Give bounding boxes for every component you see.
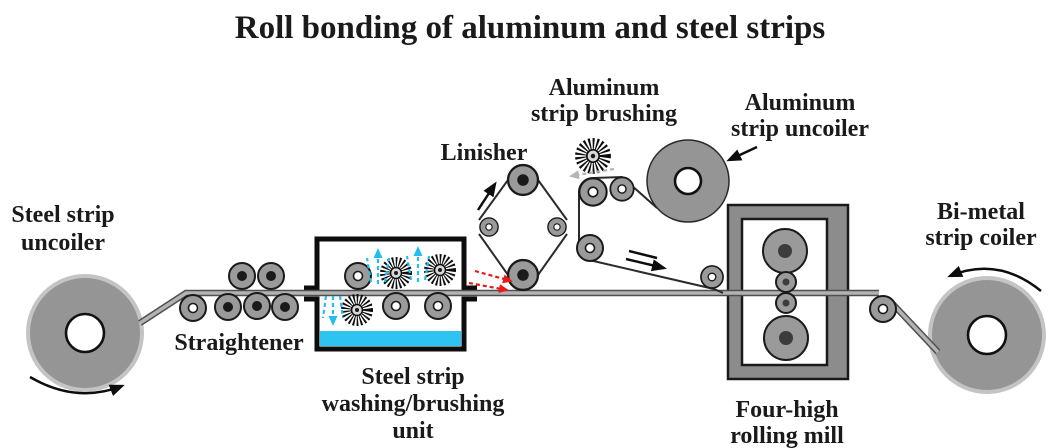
brush-dust-arrow xyxy=(569,167,615,180)
red-dashed-arrow xyxy=(474,269,513,284)
svg-text:rolling mill: rolling mill xyxy=(730,423,844,448)
diagram-title: Roll bonding of aluminum and steel strip… xyxy=(235,10,826,46)
svg-text:washing/brushing: washing/brushing xyxy=(322,391,505,417)
straightener-roller xyxy=(257,262,285,290)
linisher-roller xyxy=(547,217,567,237)
washing-hood xyxy=(304,236,477,291)
label-aluminum-uncoiler: Aluminum strip uncoiler xyxy=(731,90,869,142)
aluminum-strip-uncoiler-coil xyxy=(646,139,730,223)
linisher-debris-arrows xyxy=(468,269,513,293)
washing-roller xyxy=(344,262,372,290)
straightener-entry-roller xyxy=(179,294,207,322)
linisher-direction-arrow xyxy=(476,181,497,211)
straightener-roller xyxy=(271,293,299,321)
spray-arrows xyxy=(321,246,431,326)
label-rolling-mill: Four-high rolling mill xyxy=(730,397,844,448)
svg-text:Steel strip: Steel strip xyxy=(11,202,114,228)
label-straightener: Straightener xyxy=(174,330,304,356)
work-roll-bottom xyxy=(775,292,797,314)
steel-strip-line xyxy=(138,289,941,355)
label-linisher: Linisher xyxy=(441,140,528,166)
aluminum-roller xyxy=(609,176,635,202)
linisher-roller xyxy=(506,258,540,292)
label-aluminum-brushing: Aluminum strip brushing xyxy=(531,75,677,127)
washing-roller xyxy=(382,292,410,320)
spray-down-side xyxy=(338,295,345,319)
linisher-roller xyxy=(479,217,499,237)
washing-brush-wheel xyxy=(429,259,451,281)
backup-roll-top xyxy=(762,228,808,274)
spray-down-side xyxy=(321,295,328,319)
work-roll-top xyxy=(775,271,797,293)
linisher-rollers xyxy=(479,163,567,292)
svg-text:strip brushing: strip brushing xyxy=(531,101,677,127)
label-washing-unit: Steel strip washing/brushing unit xyxy=(322,364,505,444)
steel-strip-uncoiler-coil xyxy=(26,274,144,392)
svg-text:strip coiler: strip coiler xyxy=(925,225,1037,251)
rolling-mill-rollers xyxy=(762,228,809,361)
uncoiler-label-arrow xyxy=(726,145,758,162)
aluminum-feed-arrow xyxy=(625,249,667,272)
svg-text:Steel strip: Steel strip xyxy=(361,364,464,390)
backup-roll-bottom xyxy=(763,315,809,361)
aluminum-brush-wheel xyxy=(581,144,606,169)
svg-text:Aluminum: Aluminum xyxy=(745,90,856,116)
straightener-roller xyxy=(228,262,256,290)
svg-text:uncoiler: uncoiler xyxy=(21,230,105,256)
label-bimetal-coiler: Bi-metal strip coiler xyxy=(925,199,1037,251)
svg-text:Four-high: Four-high xyxy=(735,397,838,423)
uncoiler-rotation-arrow xyxy=(29,375,125,396)
washing-liquid xyxy=(320,331,461,346)
aluminum-roller xyxy=(578,177,608,207)
svg-text:Bi-metal: Bi-metal xyxy=(937,199,1025,225)
aluminum-roller xyxy=(576,234,604,262)
svg-text:strip uncoiler: strip uncoiler xyxy=(731,116,869,142)
washing-brush-wheel xyxy=(346,299,368,321)
aluminum-roller xyxy=(700,265,724,289)
washing-roller xyxy=(424,292,452,320)
svg-text:unit: unit xyxy=(392,418,433,444)
washing-tub xyxy=(304,296,477,352)
coiler-rotation-arrow xyxy=(947,265,1042,292)
straightener-roller xyxy=(214,293,242,321)
linisher-roller xyxy=(506,163,540,197)
bimetal-strip-coiler-coil xyxy=(928,276,1046,394)
linisher-belt xyxy=(478,172,568,283)
straightener-roller xyxy=(243,292,271,320)
svg-text:Aluminum: Aluminum xyxy=(549,75,660,101)
washing-unit-enclosure xyxy=(304,236,477,352)
exit-roller xyxy=(869,295,897,323)
label-steel-uncoiler: Steel strip uncoiler xyxy=(11,202,114,256)
